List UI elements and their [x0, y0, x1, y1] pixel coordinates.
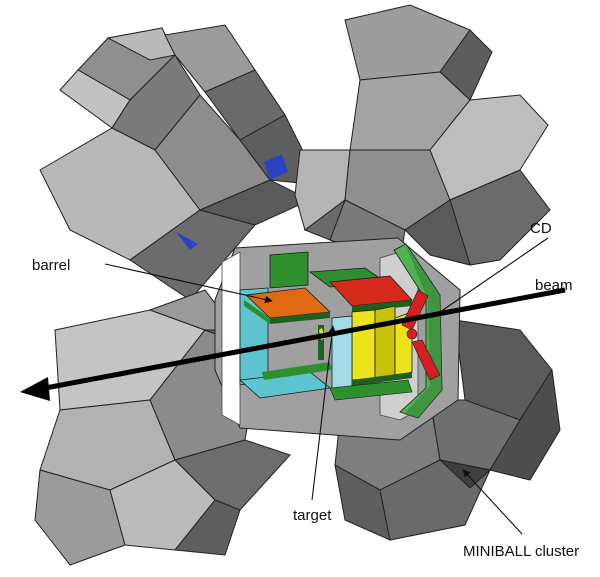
miniball-cluster-label: MINIBALL cluster	[463, 543, 579, 560]
target-label: target	[293, 507, 332, 524]
barrel-label: barrel	[32, 257, 70, 274]
cd-label: CD	[530, 220, 552, 237]
blue-window-icon	[264, 154, 288, 180]
beam-line	[20, 287, 566, 401]
label-callouts	[104, 237, 549, 535]
beam-label: beam	[535, 277, 573, 294]
beam-arrowhead-icon	[20, 377, 50, 401]
miniball-cluster-upper-left	[39, 24, 321, 301]
miniball-cluster-upper-right	[294, 4, 551, 266]
